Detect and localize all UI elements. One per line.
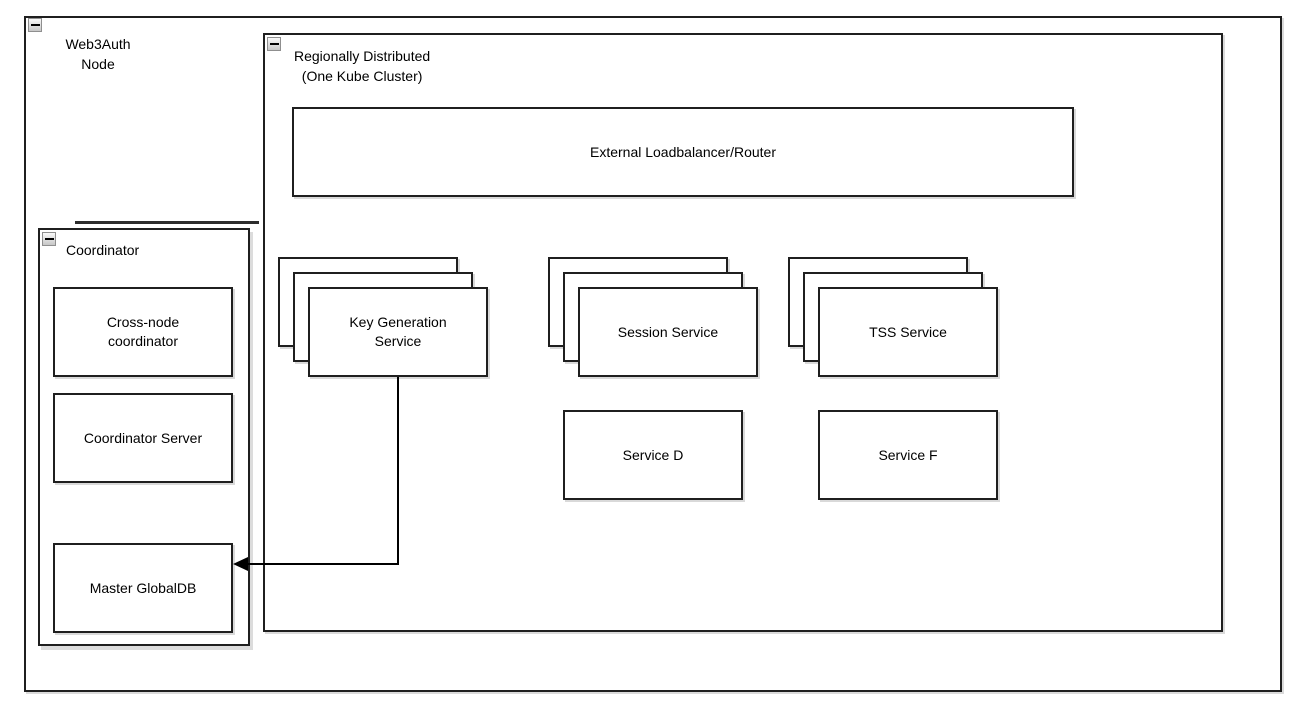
collapse-minus-icon[interactable] [267,37,281,51]
regionally-distributed-label: Regionally Distributed (One Kube Cluster… [294,46,430,86]
tss-service-box[interactable]: TSS Service [818,287,998,377]
coordinator-server-box[interactable]: Coordinator Server [53,393,233,483]
edge-vertical-segment [397,377,399,565]
external-loadbalancer-box[interactable]: External Loadbalancer/Router [292,107,1074,197]
arrowhead-left-icon [233,557,248,571]
service-f-label: Service F [878,446,938,463]
web3auth-node-label: Web3Auth Node [38,34,158,74]
tss-service-label: TSS Service [869,323,947,340]
collapse-minus-icon[interactable] [42,232,56,246]
keygen-service-box[interactable]: Key Generation Service [308,287,488,377]
session-service-label: Session Service [617,323,719,340]
collapse-minus-icon[interactable] [28,18,42,32]
minus-glyph [269,43,279,45]
keygen-label-line: Service [374,333,422,349]
coordinator-server-label: Coordinator Server [83,429,203,446]
minus-glyph [44,238,54,240]
service-f-box[interactable]: Service F [818,410,998,500]
keygen-label-line: Key Generation [349,314,447,330]
coordinator-label: Coordinator [66,242,140,258]
stray-box-edge [75,221,259,224]
cross-node-coordinator-box[interactable]: Cross-node coordinator [53,287,233,377]
master-globaldb-box[interactable]: Master GlobalDB [53,543,233,633]
master-globaldb-label: Master GlobalDB [89,579,197,596]
cross-node-label-line: Cross-node [106,314,180,330]
service-d-label: Service D [622,446,684,463]
label-line: (One Kube Cluster) [301,68,423,84]
external-loadbalancer-label: External Loadbalancer/Router [589,143,776,160]
cross-node-label-line: coordinator [107,333,179,349]
label-line: Regionally Distributed [294,48,431,64]
label-line: Web3Auth [65,36,131,52]
edge-horizontal-segment [247,563,399,565]
minus-glyph [30,24,40,26]
label-line: Node [81,56,115,72]
session-service-box[interactable]: Session Service [578,287,758,377]
service-d-box[interactable]: Service D [563,410,743,500]
